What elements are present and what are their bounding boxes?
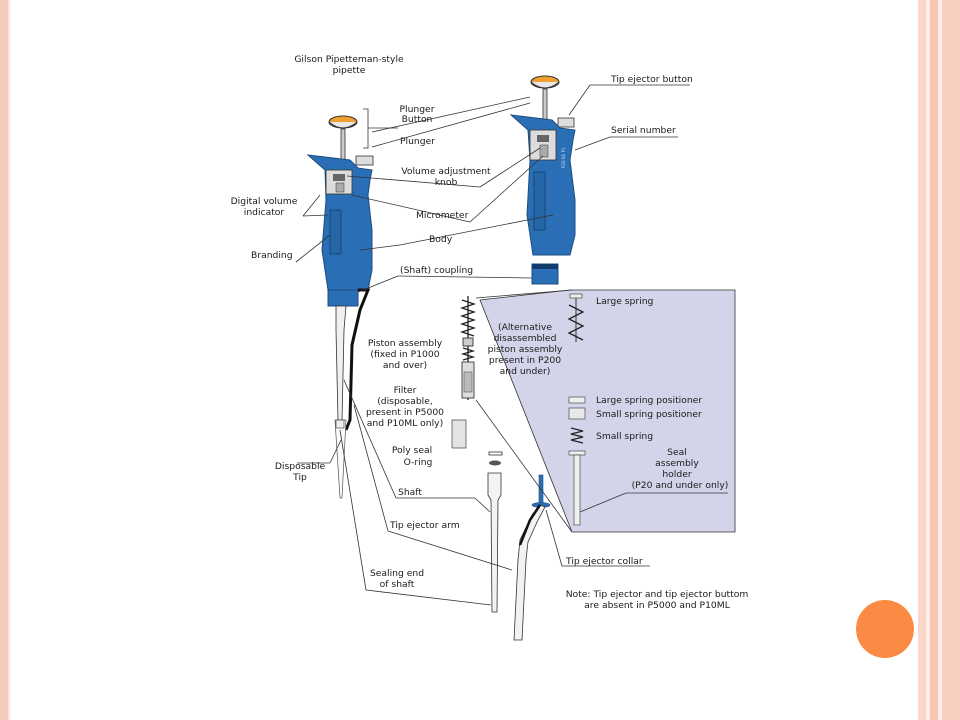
label-tip-ejector-button: Tip ejector button xyxy=(610,74,693,85)
o-ring-shape xyxy=(489,460,501,466)
label-body: Body xyxy=(429,234,453,245)
label-alt-1: (Alternative xyxy=(498,322,552,333)
label-seal-holder-3: holder xyxy=(662,469,691,480)
poly-seal-shape xyxy=(488,451,503,456)
label-seal-holder-4: (P20 and under only) xyxy=(632,480,729,491)
label-alt-4: present in P200 xyxy=(489,355,561,366)
label-tip-ejector-arm: Tip ejector arm xyxy=(389,520,460,531)
label-filter-4: and P10ML only) xyxy=(367,418,443,429)
slide-right-stripe-3 xyxy=(942,0,960,720)
label-alt-5: and under) xyxy=(500,366,551,377)
label-plunger-button-2: Button xyxy=(402,114,433,125)
label-seal-holder-1: Seal xyxy=(667,447,687,458)
label-filter-3: present in P5000 xyxy=(366,407,444,418)
accent-circle xyxy=(856,600,914,658)
label-filter-2: (disposable, xyxy=(377,396,433,407)
labels: Gilson Pipetteman-style pipette Plunger … xyxy=(231,54,749,611)
label-polyseal-1: Poly seal xyxy=(392,445,432,456)
label-volume-knob-1: Volume adjustment xyxy=(401,166,491,177)
note-line2: are absent in P5000 and P10ML xyxy=(584,600,731,611)
label-shaft-coupling: (Shaft) coupling xyxy=(400,265,473,276)
slide-right-stripe-gap-1 xyxy=(926,0,930,720)
label-volume-knob-2: knob xyxy=(435,177,458,188)
label-disposable-tip-1: Disposable xyxy=(275,461,326,472)
label-large-spring-positioner: Large spring positioner xyxy=(596,395,702,406)
label-sealing-end-2: of shaft xyxy=(380,579,415,590)
filter-shape xyxy=(451,419,467,449)
label-polyseal-2: O-ring xyxy=(404,457,433,468)
slide-right-stripe-gap-2 xyxy=(938,0,942,720)
note-line1: Note: Tip ejector and tip ejector buttom xyxy=(566,589,749,600)
label-digital-indicator-2: indicator xyxy=(244,207,285,218)
label-small-spring: Small spring xyxy=(596,431,653,442)
label-alt-3: piston assembly xyxy=(488,344,563,355)
label-branding: Branding xyxy=(251,250,293,261)
label-small-spring-positioner: Small spring positioner xyxy=(596,409,702,420)
label-seal-holder-2: assembly xyxy=(655,458,699,469)
assembled-pipette xyxy=(306,115,374,499)
label-piston-1: Piston assembly xyxy=(368,338,443,349)
label-large-spring: Large spring xyxy=(596,296,653,307)
label-serial-number: Serial number xyxy=(611,125,676,136)
label-tip-ejector-collar: Tip ejector collar xyxy=(565,556,643,567)
label-micrometer: Micrometer xyxy=(416,210,469,221)
leader-lines xyxy=(295,84,728,606)
slide-left-border xyxy=(0,0,8,720)
slide-right-stripe-1 xyxy=(918,0,926,720)
label-alt-2: disassembled xyxy=(494,333,557,344)
disassembled-body: P20 N1 P1 xyxy=(509,75,576,285)
slide-left-border-inner xyxy=(8,0,10,720)
panel-parts xyxy=(567,293,586,526)
label-shaft: Shaft xyxy=(398,487,422,498)
serial-number-marking: P20 N1 P1 xyxy=(561,147,566,168)
label-sealing-end-1: Sealing end xyxy=(370,568,424,579)
label-digital-indicator-1: Digital volume xyxy=(231,196,298,207)
shaft-separated xyxy=(487,472,502,613)
diagram-title-line1: Gilson Pipetteman-style xyxy=(294,54,404,65)
slide-right-stripe-2 xyxy=(930,0,938,720)
diagram-title-line2: pipette xyxy=(333,65,366,76)
label-plunger-button-1: Plunger xyxy=(399,104,434,115)
label-plunger: Plunger xyxy=(400,136,435,147)
tip-ejector-arm-separated xyxy=(513,474,551,641)
label-filter-1: Filter xyxy=(394,385,417,396)
piston-assembly xyxy=(459,296,477,400)
label-disposable-tip-2: Tip xyxy=(292,472,307,483)
label-piston-2: (fixed in P1000 xyxy=(370,349,439,360)
label-piston-3: and over) xyxy=(383,360,427,371)
